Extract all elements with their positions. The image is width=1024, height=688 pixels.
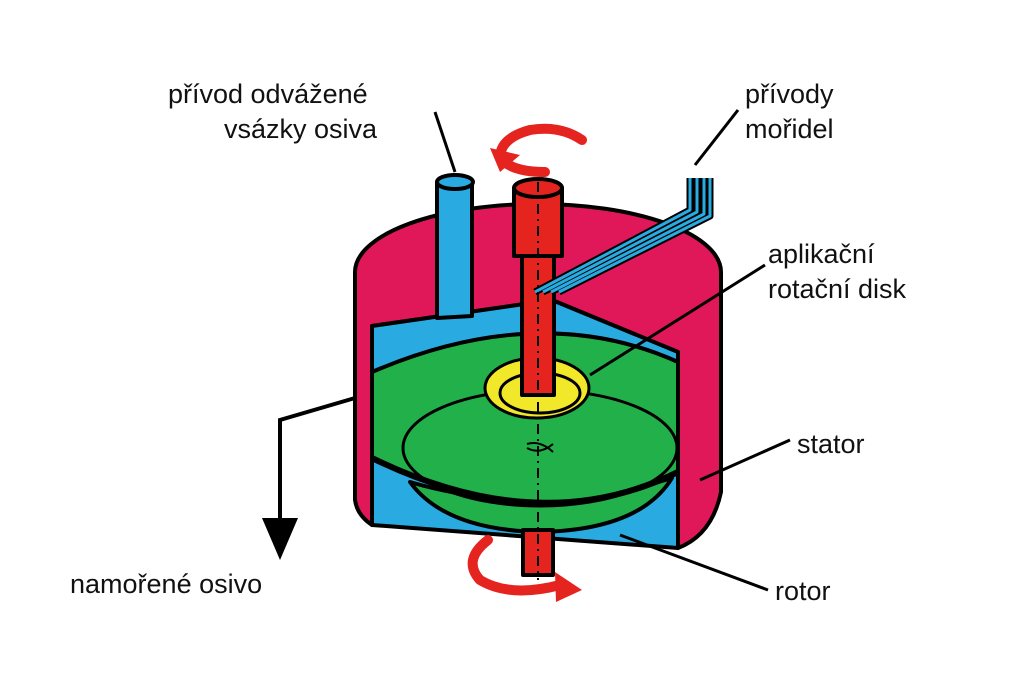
label-disk-line2: rotační disk [768, 274, 907, 304]
label-reagent-line1: přívody [745, 79, 834, 109]
bottom-arrowhead-icon [555, 572, 582, 602]
bottom-rotation-arrow-icon [467, 535, 565, 596]
label-disk-line1: aplikační [768, 239, 875, 269]
label-reagent-line2: mořidel [745, 114, 834, 144]
rotation-arrows [467, 123, 587, 602]
output-arrow-icon [262, 518, 298, 560]
disk-rim [370, 455, 680, 506]
feed-pipe-top [435, 173, 475, 191]
top-arrowhead-icon [490, 148, 520, 172]
shaft-top [512, 186, 564, 258]
feed-pipe [435, 180, 474, 320]
label-feed-line1: přívod odvážené [168, 79, 368, 109]
leader-lines [278, 109, 791, 592]
shaft-lower [521, 528, 555, 577]
label-feed-line2: vsázky osiva [224, 114, 378, 144]
label-stator: stator [797, 429, 865, 459]
label-output: namořené osivo [70, 569, 262, 599]
label-rotor: rotor [775, 576, 831, 606]
top-rotation-arrow-icon [494, 123, 587, 177]
reagent-pipes [533, 178, 714, 296]
center-mark [526, 442, 554, 453]
